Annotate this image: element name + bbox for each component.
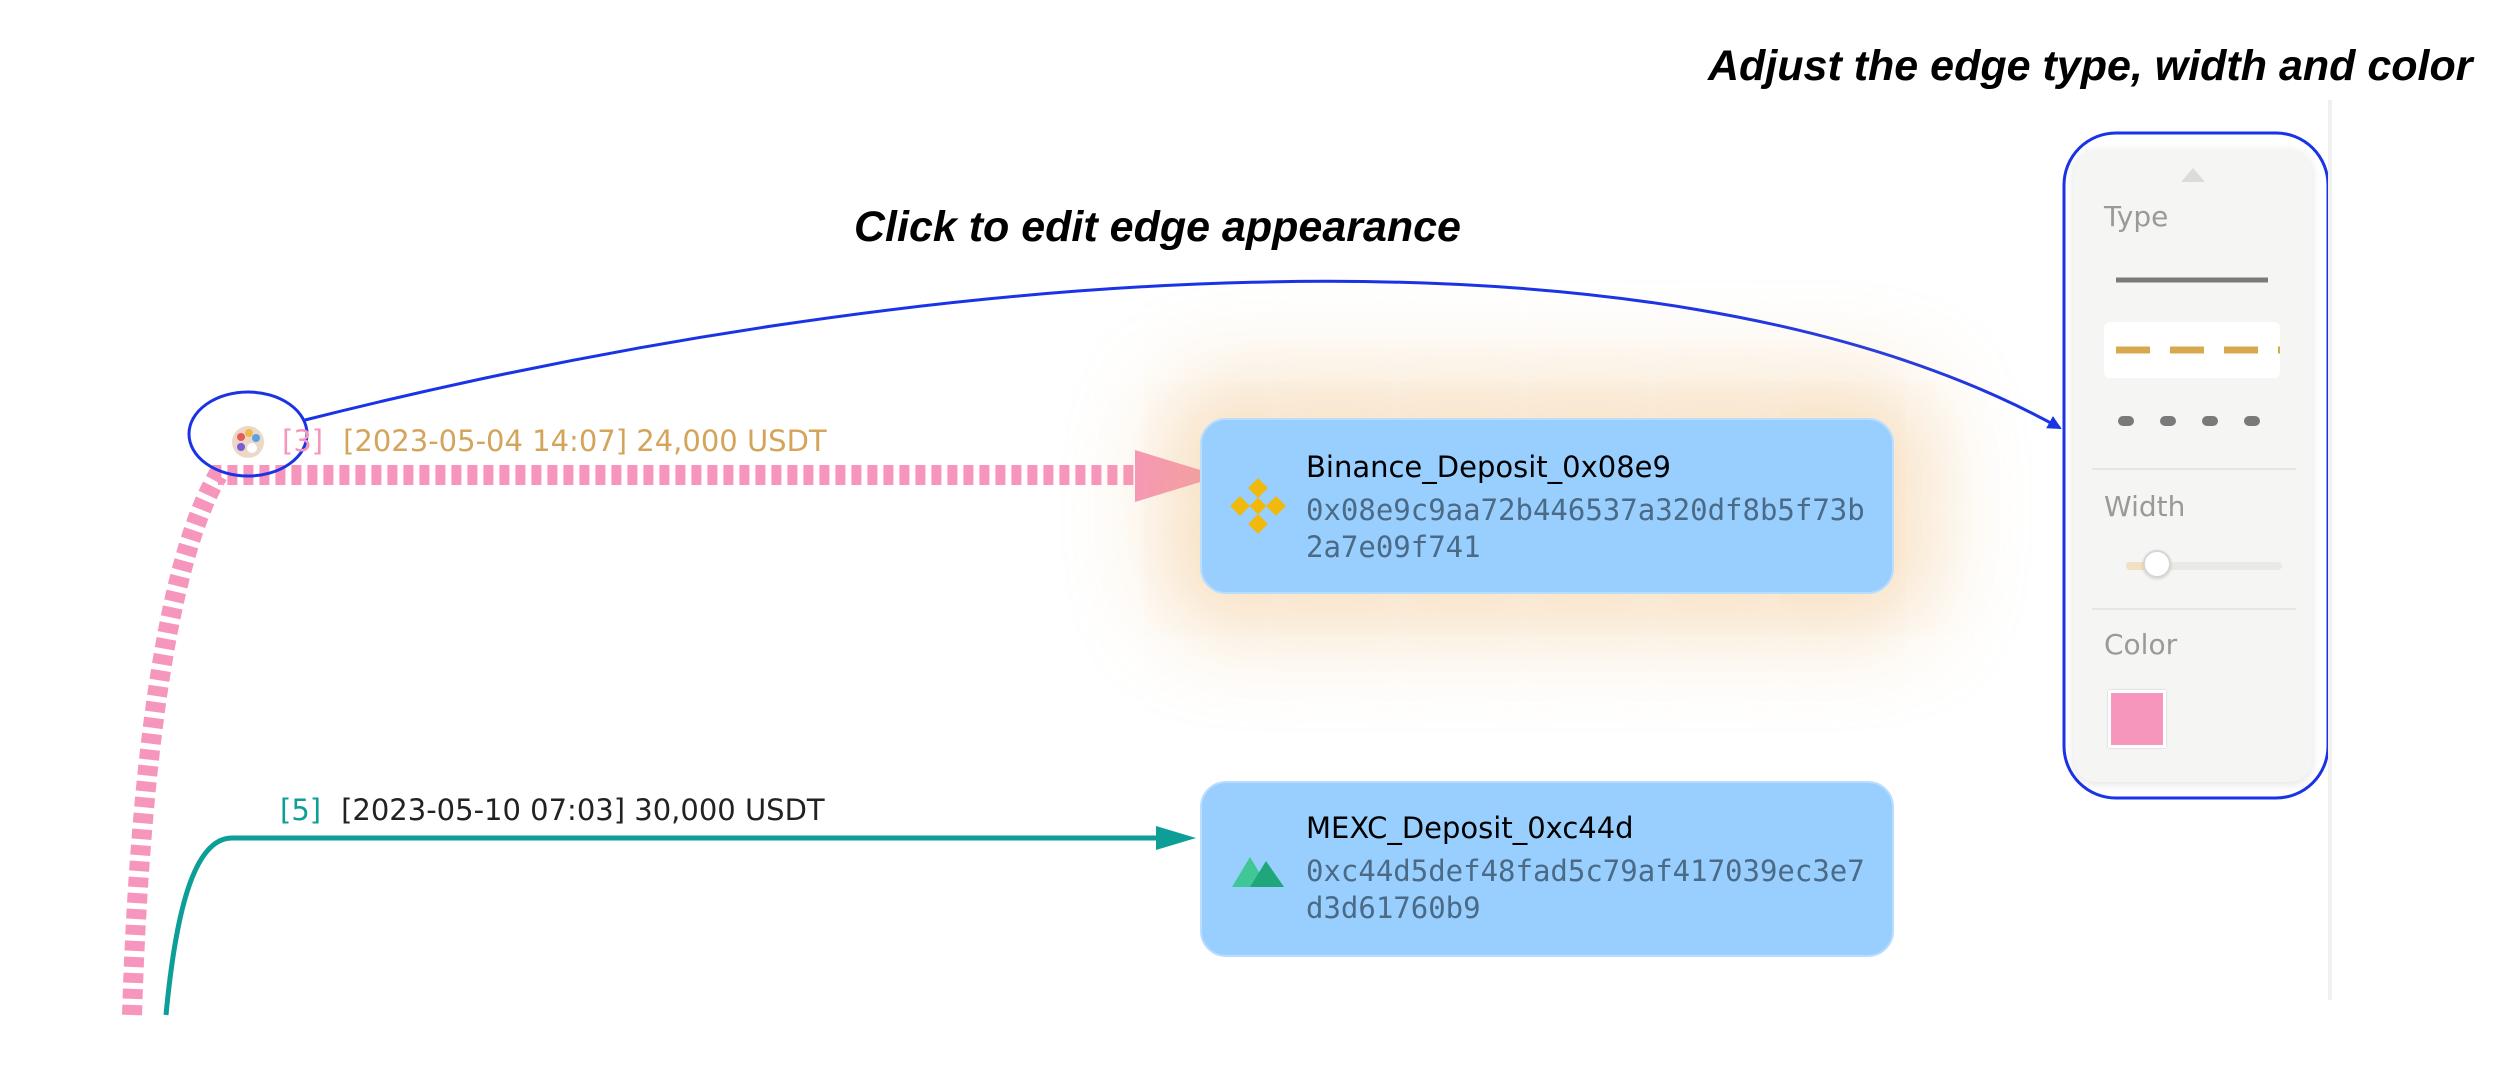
edge-3-index: [3] — [282, 424, 324, 458]
edge-5-curve[interactable] — [163, 835, 1160, 1016]
binance-logo-icon — [1228, 476, 1288, 536]
edge-5-index: [5] — [280, 793, 322, 827]
node-address: 0x08e9c9aa72b446537a320df8b5f73b2a7e09f7… — [1306, 493, 1865, 564]
type-option-dashed[interactable] — [2104, 322, 2280, 378]
panel-caret-icon — [2181, 168, 2205, 182]
edge-3-label[interactable]: [3] [2023-05-04 14:07] 24,000 USDT — [282, 424, 827, 458]
panel-divider — [2092, 468, 2296, 470]
edge-5-label[interactable]: [5] [2023-05-10 07:03] 30,000 USDT — [280, 793, 825, 827]
mexc-logo-icon — [1228, 841, 1288, 901]
annotation-circle-edge-icon — [187, 390, 309, 478]
annotation-arrow — [304, 279, 2062, 430]
width-heading: Width — [2104, 490, 2186, 523]
type-heading: Type — [2104, 200, 2169, 233]
color-swatch[interactable] — [2108, 690, 2166, 748]
palette-icon[interactable] — [230, 424, 266, 460]
type-option-solid[interactable] — [2104, 252, 2280, 308]
width-slider-thumb[interactable] — [2143, 550, 2172, 578]
panel-divider — [2092, 608, 2296, 610]
color-heading: Color — [2104, 628, 2178, 661]
edge-3-arrowhead — [1135, 450, 1220, 502]
width-slider-fill — [2126, 562, 2158, 570]
edge-3-curve[interactable] — [122, 465, 1140, 1016]
edge-annotation-caption: Click to edit edge appearance — [854, 203, 1461, 251]
node-name: MEXC_Deposit_0xc44d — [1306, 811, 1634, 845]
edge-3-text: [2023-05-04 14:07] 24,000 USDT — [343, 424, 827, 458]
edge-appearance-panel: Type Width Color — [2074, 150, 2312, 782]
node-address: 0xc44d5def48fad5c79af417039ec3e7d3d61760… — [1306, 854, 1865, 925]
type-option-dotted[interactable] — [2104, 392, 2280, 448]
sidebar-divider — [2328, 100, 2332, 1000]
node-binance-deposit[interactable]: Binance_Deposit_0x08e9 0x08e9c9aa72b4465… — [1200, 418, 1894, 594]
edge-3[interactable] — [122, 450, 1220, 1016]
edge-5-arrowhead — [1156, 826, 1196, 850]
node-mexc-deposit[interactable]: MEXC_Deposit_0xc44d 0xc44d5def48fad5c79a… — [1200, 781, 1894, 957]
width-slider[interactable] — [2126, 550, 2282, 578]
edge-5[interactable] — [163, 826, 1196, 1016]
panel-annotation-caption: Adjust the edge type, width and color — [1708, 42, 2473, 90]
edge-5-text: [2023-05-10 07:03] 30,000 USDT — [341, 793, 825, 827]
node-name: Binance_Deposit_0x08e9 — [1306, 450, 1671, 484]
